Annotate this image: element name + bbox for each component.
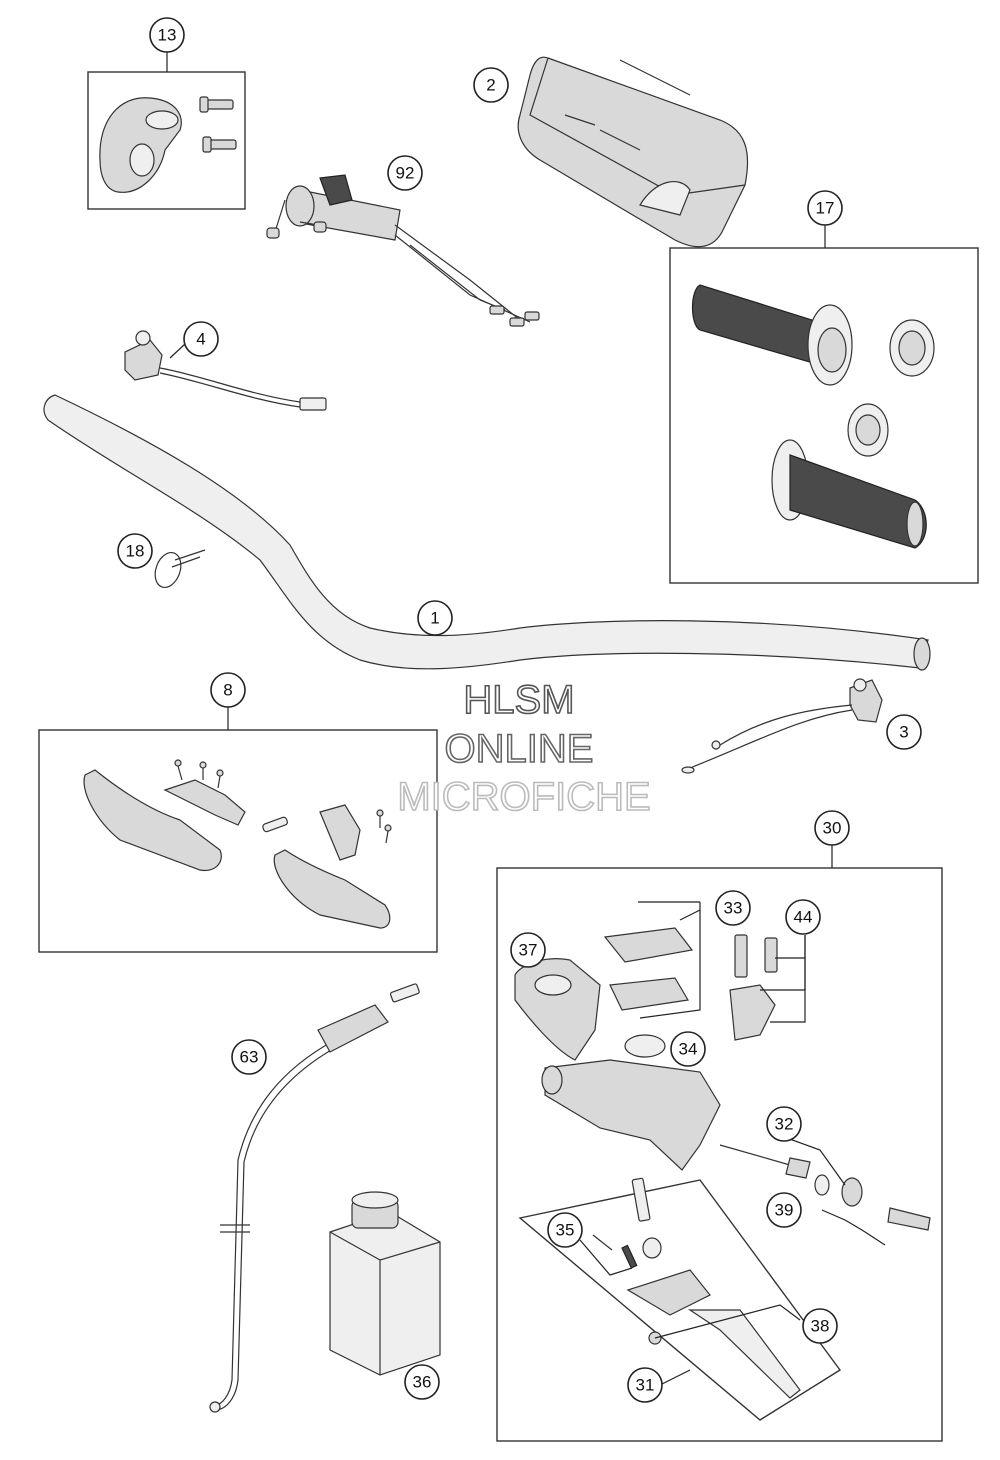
watermark-line-2: ONLINE [445,727,594,771]
svg-text:33: 33 [724,899,743,918]
svg-text:35: 35 [556,1221,575,1240]
callout-18: 18 [117,533,153,569]
throttle-cable-assembly [266,174,540,327]
svg-text:32: 32 [775,1115,794,1134]
svg-text:8: 8 [223,681,232,700]
svg-text:18: 18 [126,542,145,561]
callout-44: 44 [785,899,821,935]
callout-37: 37 [510,932,546,968]
callout-38: 38 [802,1308,838,1344]
callout-3: 3 [886,714,922,750]
svg-text:4: 4 [196,330,205,349]
svg-text:36: 36 [413,1373,432,1392]
grip-set [691,284,935,549]
leader-lines [166,48,886,1386]
callout-13: 13 [149,17,185,53]
callout-17: 17 [807,190,843,226]
svg-text:37: 37 [519,941,538,960]
callout-92: 92 [387,155,423,191]
svg-text:38: 38 [811,1317,830,1336]
callout-39: 39 [766,1192,802,1228]
cable-tie [154,549,206,589]
brake-hose [209,983,420,1413]
handlebar [43,394,931,671]
watermark-line-3: MICROFICHE [397,775,650,819]
brake-fluid-can [329,1191,441,1376]
callout-31: 31 [627,1367,663,1403]
kill-switch [124,330,327,411]
handguard-kit [83,759,392,929]
svg-text:63: 63 [240,1048,259,1067]
watermark-line-1: HLSM [463,678,574,722]
svg-text:3: 3 [899,723,908,742]
throttle-housing [99,96,237,193]
brake-master-cylinder [514,927,931,1399]
svg-text:17: 17 [816,199,835,218]
callout-34: 34 [670,1031,706,1067]
svg-text:31: 31 [636,1376,655,1395]
callout-4: 4 [183,321,219,357]
callout-30: 30 [814,810,850,846]
svg-text:44: 44 [794,908,813,927]
svg-text:13: 13 [158,26,177,45]
svg-text:30: 30 [823,819,842,838]
frame-17 [669,247,979,584]
svg-text:39: 39 [775,1201,794,1220]
callout-35: 35 [547,1212,583,1248]
svg-text:34: 34 [679,1040,698,1059]
svg-text:1: 1 [430,609,439,628]
handlebar-pad [517,56,749,248]
start-switch [681,678,883,774]
callout-2: 2 [473,67,509,103]
svg-text:2: 2 [486,76,495,95]
callout-33: 33 [715,890,751,926]
callout-32: 32 [766,1106,802,1142]
callout-1: 1 [417,600,453,636]
callout-8: 8 [210,672,246,708]
svg-text:92: 92 [396,164,415,183]
callout-36: 36 [404,1364,440,1400]
watermark: HLSM ONLINE MICROFICHE [397,677,652,820]
frame-30 [496,867,943,1442]
frame-8 [38,729,438,953]
callout-63: 63 [231,1039,267,1075]
